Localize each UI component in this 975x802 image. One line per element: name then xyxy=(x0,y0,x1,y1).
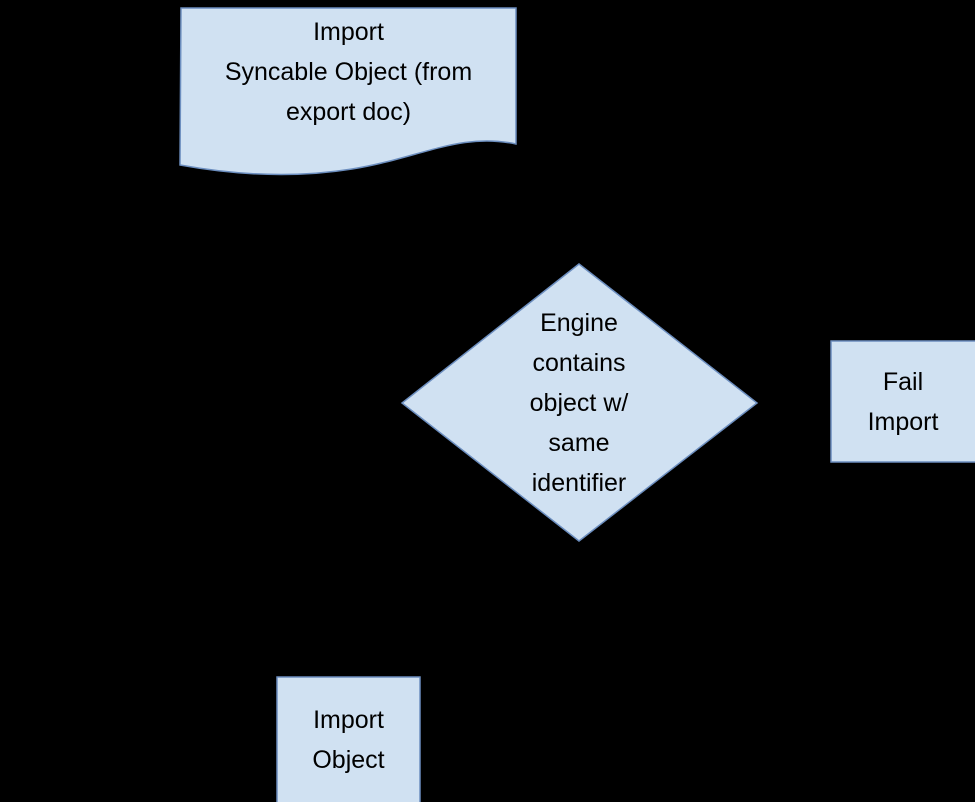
node-import-object-shape[interactable] xyxy=(276,676,421,802)
node-engine-contains-object-shape[interactable] xyxy=(400,263,759,542)
node-import-syncable-object-shape[interactable] xyxy=(179,7,517,176)
node-fail-import-shape[interactable] xyxy=(830,340,975,463)
